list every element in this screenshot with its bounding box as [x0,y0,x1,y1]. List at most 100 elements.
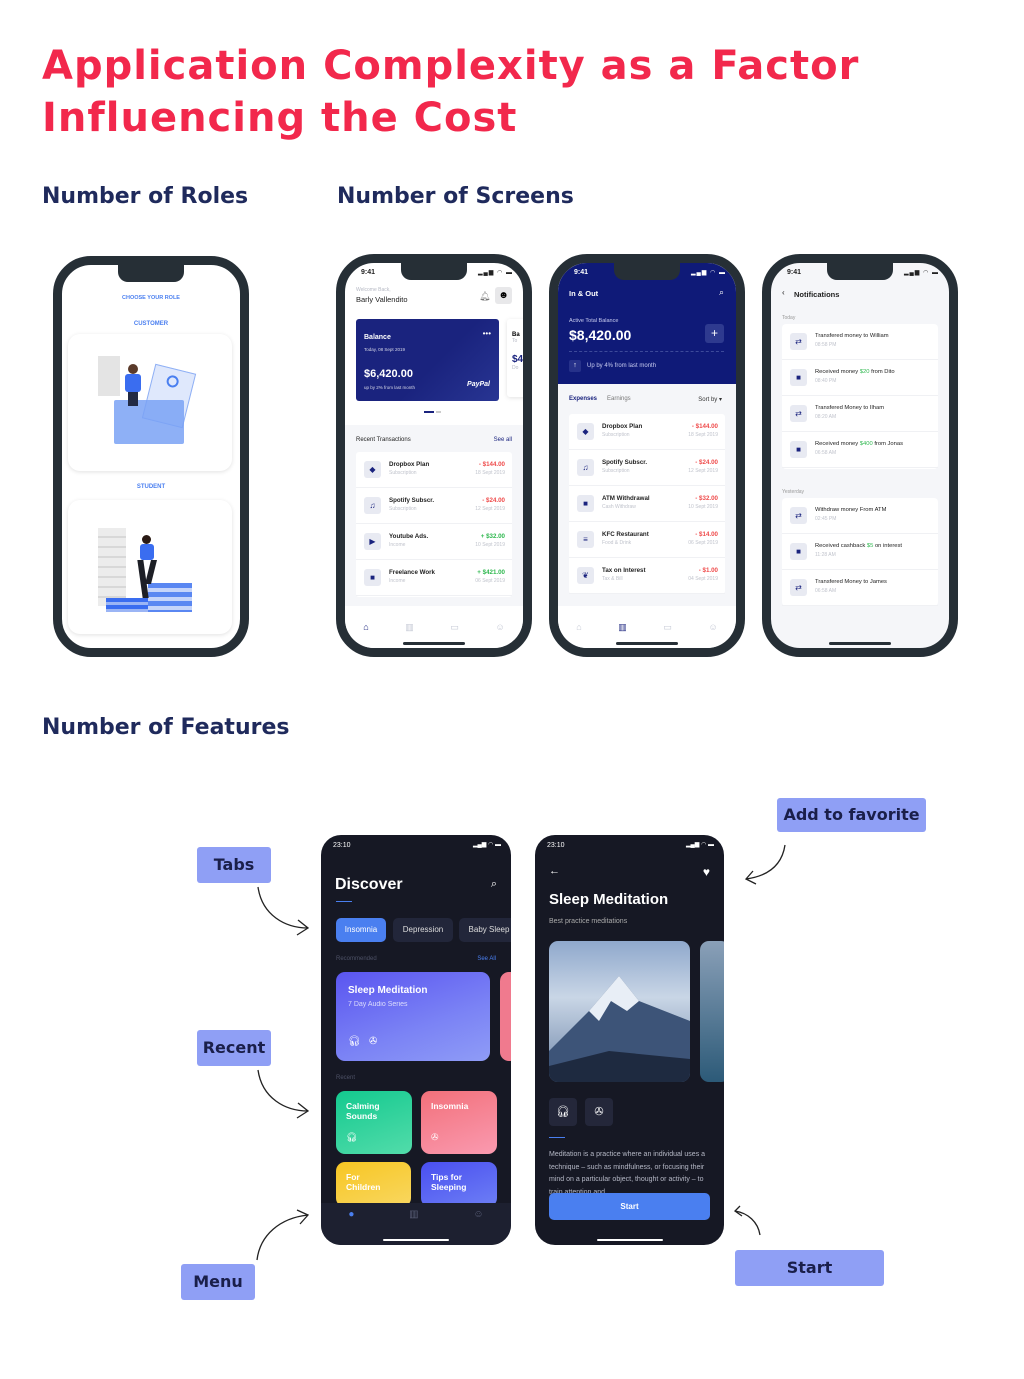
transaction-name: Spotify Subscr. [602,459,648,466]
transaction-name: Spotify Subscr. [389,497,435,504]
status-icons: ▂▄▆ ◠ ▬ [903,270,939,276]
notification-message-end: from Jonas [872,441,903,447]
tile-title: For Children [346,1172,381,1192]
expenses-section: Expenses Earnings Sort by ▾ ◆ Dropbox Pl… [558,384,736,606]
transaction-row[interactable]: ◆ Dropbox Plan Subscription - $144.00 18… [356,452,512,488]
person-head [128,364,138,374]
status-time: 9:41 [574,269,589,276]
stats-icon[interactable]: ▥ [409,1209,419,1220]
role-card-student[interactable] [68,500,232,634]
role-card-customer[interactable] [68,334,232,471]
balance-header: 9:41 ▂▄▆ ◠ ▬ In & Out ⌕ Active Total Bal… [558,263,736,384]
profile-icon[interactable]: ☺ [495,622,505,632]
notification-message: Transfered Money to James [815,579,887,585]
more-icon[interactable]: ••• [482,329,491,338]
heart-icon[interactable]: ♥ [702,865,710,879]
notification-row[interactable]: ■ Received money $20 from Dito 08:40 PM [782,360,938,396]
carousel-dot-active[interactable] [424,411,434,413]
notification-row[interactable]: ⇄ Transfered Money to Ilham 08:20 AM [782,396,938,432]
next-card-peek[interactable] [500,972,511,1061]
transaction-row[interactable]: ■ Freelance Work Income + $421.00 06 Sep… [356,560,512,596]
transaction-date: 06 Sept 2019 [688,540,718,546]
transactions-section: Recent Transactions See all ◆ Dropbox Pl… [345,425,523,606]
avatar[interactable]: ☻ [495,287,512,304]
mountain-image[interactable] [549,941,690,1082]
transaction-name: Dropbox Plan [389,461,430,468]
callout-menu: Menu [181,1264,255,1300]
transaction-row[interactable]: ▶ Youtube Ads. Income + $32.00 10 Sept 2… [356,524,512,560]
notification-row[interactable]: ⇄ Withdraw money From ATM 02:45 PM [782,498,938,534]
peek-amount: $4 [512,354,524,365]
transaction-row[interactable]: ◆ Dropbox Plan Subscription - $144.00 18… [569,414,725,450]
transaction-list: ◆ Dropbox Plan Subscription - $144.00 18… [356,452,512,597]
notification-row[interactable]: ■ Received cashback $5 on interest 11:28… [782,534,938,570]
transfer-icon: ⇄ [790,405,807,422]
recent-label: Recent [336,1075,356,1081]
featured-card[interactable]: Sleep Meditation 7 Day Audio Series 🎧︎ ✇ [336,972,490,1061]
transaction-type: Income [389,578,406,584]
tab-baby-sleep[interactable]: Baby Sleep [459,918,511,942]
callout-recent: Recent [197,1030,271,1066]
notification-row[interactable]: ⇄ Transfered money to William 08:58 PM [782,324,938,360]
transaction-name: Youtube Ads. [389,533,429,540]
stats-icon[interactable]: ▥ [618,621,627,632]
transaction-type: Income [389,542,406,548]
see-all-link[interactable]: See All [477,956,496,962]
tab-expenses[interactable]: Expenses [569,396,598,402]
notification-message: Received cashback [815,543,867,549]
home-icon[interactable]: ⌂ [576,622,582,632]
balance-card-peek[interactable]: Ba To $4 Do [507,319,524,397]
transaction-row[interactable]: ♫ Spotify Subscr. Subscription - $24.00 … [356,488,512,524]
arrow-menu [256,1209,310,1261]
card-icon[interactable]: ▭ [663,621,672,632]
start-button[interactable]: Start [549,1193,710,1220]
transfer-icon: ⇄ [790,333,807,350]
film-reel-button[interactable]: ✇ [585,1098,613,1126]
back-arrow-icon[interactable]: ← [549,865,560,877]
tile-tips-for-sleeping[interactable]: Tips for Sleeping [421,1162,497,1207]
transaction-row[interactable]: ❦ Tax on Interest Tax & Bill - $1.00 04 … [569,558,725,594]
transaction-row[interactable]: ≡ KFC Restaurant Food & Drink - $14.00 0… [569,522,725,558]
notification-row[interactable]: ⇄ Transfered Money to James 06:58 AM [782,570,938,606]
notification-message-end: on interest [873,543,903,549]
sort-by-dropdown[interactable]: Sort by ▾ [698,397,722,403]
tab-depression[interactable]: Depression [393,918,453,942]
role-label-customer: CUSTOMER [133,321,169,327]
notification-row[interactable]: ■ Received money $400 from Jonas 06:58 A… [782,432,938,468]
notification-text: Received money $400 from Jonas [815,441,903,447]
headphones-button[interactable]: 🎧︎ [549,1098,577,1126]
notification-message: Withdraw money From ATM [815,507,887,513]
welcome-text: Welcome Back, [356,287,391,293]
yesterday-label: Yesterday [782,489,805,495]
headphones-icon: 🎧︎ [346,1132,358,1142]
status-icons: ▂▄▆ ◠ ▬ [472,842,501,848]
notification-time: 06:58 AM [815,588,837,594]
search-icon[interactable]: ⌕ [490,878,497,890]
title-line-1: Application Complexity as a Factor [42,43,860,89]
stats-icon[interactable]: ▥ [405,621,414,632]
add-button[interactable]: + [705,324,724,343]
card-icon[interactable]: ▭ [450,621,459,632]
notification-message: Received money [815,441,860,447]
balance-card[interactable]: Balance ••• Today, 08 Sept 2019 $6,420.0… [356,319,499,401]
transaction-row[interactable]: ♫ Spotify Subscr. Subscription - $24.00 … [569,450,725,486]
profile-icon[interactable]: ☺ [708,622,718,632]
profile-icon[interactable]: ☺ [473,1209,484,1220]
home-icon[interactable]: ⌂ [363,622,369,632]
back-icon[interactable]: ‹ [782,288,785,297]
tile-for-children[interactable]: For Children [336,1162,411,1207]
compass-icon[interactable]: ● [348,1209,355,1220]
transaction-row[interactable]: ■ ATM Withdrawal Cash Withdraw - $32.00 … [569,486,725,522]
tab-earnings[interactable]: Earnings [607,396,631,402]
notification-amount: $400 [859,441,873,447]
tile-calming-sounds[interactable]: Calming Sounds🎧︎ [336,1091,412,1154]
see-all-link[interactable]: See all [493,437,512,443]
folder-illustration [114,400,184,444]
next-image-peek[interactable] [700,941,724,1082]
search-icon[interactable]: ⌕ [718,287,724,297]
carousel-dots[interactable] [436,411,441,413]
tile-insomnia[interactable]: Insomnia✇ [421,1091,497,1154]
bell-icon[interactable]: 🔔︎ [479,291,491,301]
tab-insomnia[interactable]: Insomnia [336,918,386,942]
